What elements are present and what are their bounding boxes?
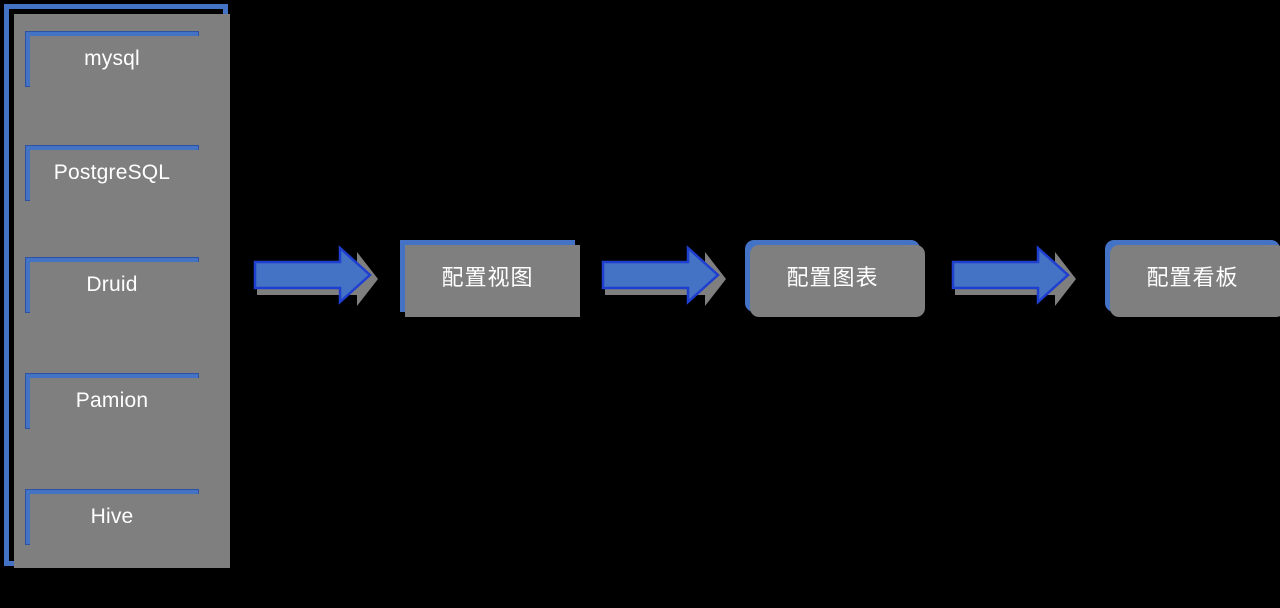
source-item-label: Pamion [75,389,149,412]
flow-step-configure-chart[interactable]: 配置图表 [745,240,925,317]
flow-step-label: 配置图表 [786,265,879,290]
source-item-label: PostgreSQL [53,161,171,184]
flow-step-configure-view[interactable]: 配置视图 [400,240,580,317]
source-item-druid[interactable]: Druid [25,257,202,316]
flow-step-label: 配置看板 [1146,265,1239,290]
data-sources-panel: mysql PostgreSQL Druid Pamion Hive [4,4,230,568]
source-item-label: Druid [86,273,138,296]
source-item-label: mysql [84,47,140,70]
source-item-postgresql[interactable]: PostgreSQL [25,145,202,204]
flow-arrow-1-icon [252,240,378,310]
flow-step-configure-dashboard[interactable]: 配置看板 [1105,240,1280,317]
flow-arrow-3-icon [950,240,1076,310]
source-item-pamion[interactable]: Pamion [25,373,202,432]
flow-step-label: 配置视图 [441,265,534,290]
source-item-label: Hive [90,505,134,528]
flow-arrow-2-icon [600,240,726,310]
source-item-hive[interactable]: Hive [25,489,202,548]
source-item-mysql[interactable]: mysql [25,31,202,90]
